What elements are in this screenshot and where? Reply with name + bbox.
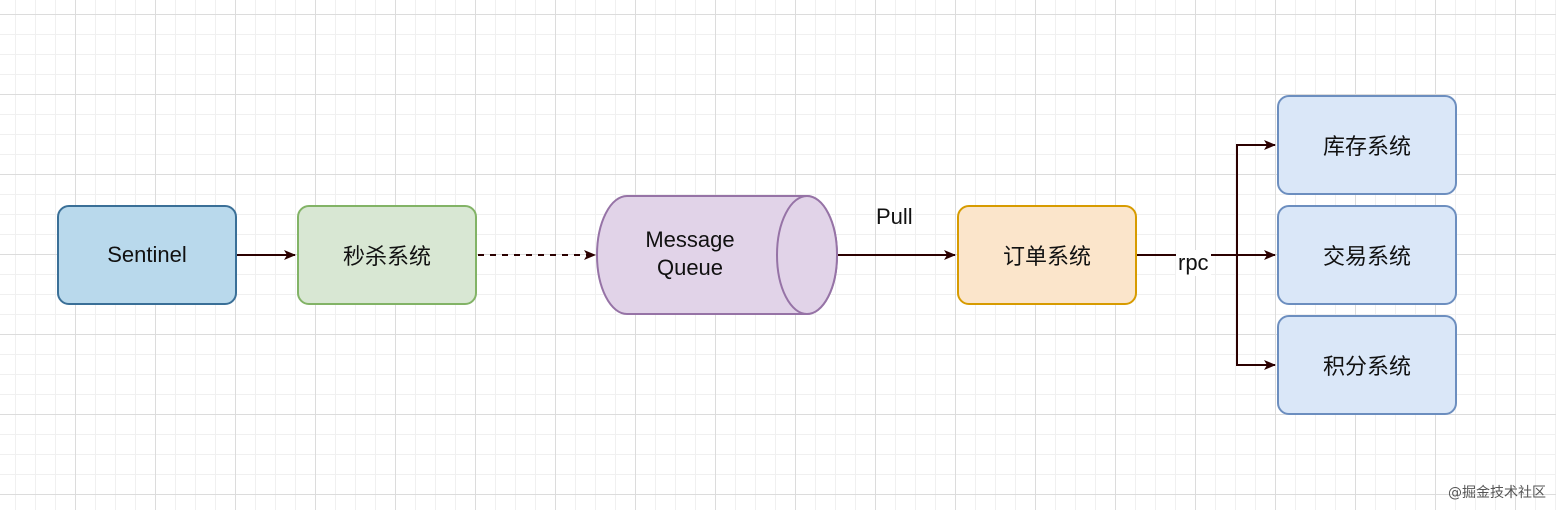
sentinel-node: Sentinel — [57, 205, 237, 305]
edge-order-to-inventory — [1236, 140, 1276, 255]
seckill-system-label: 秒杀系统 — [342, 245, 431, 270]
seckill-system-node: 秒杀系统 — [297, 205, 477, 305]
points-system-label: 积分系统 — [1322, 355, 1411, 380]
message-queue-cylinder — [596, 195, 838, 315]
watermark: @掘金技术社区 — [1448, 485, 1546, 501]
inventory-system-label: 库存系统 — [1322, 135, 1411, 160]
sentinel-label: Sentinel — [107, 242, 187, 267]
rpc-edge-label: rpc — [1176, 250, 1211, 276]
mq-label-line2: Queue — [656, 255, 724, 280]
inventory-system-node: 库存系统 — [1277, 95, 1457, 195]
trade-system-node: 交易系统 — [1277, 205, 1457, 305]
message-queue-label: Message Queue — [600, 226, 780, 282]
order-system-label: 订单系统 — [1002, 245, 1091, 270]
edge-order-to-points — [1236, 255, 1276, 370]
order-system-node: 订单系统 — [957, 205, 1137, 305]
trade-system-label: 交易系统 — [1322, 245, 1411, 270]
points-system-node: 积分系统 — [1277, 315, 1457, 415]
pull-edge-label: Pull — [876, 204, 913, 229]
mq-label-line1: Message — [645, 227, 735, 252]
